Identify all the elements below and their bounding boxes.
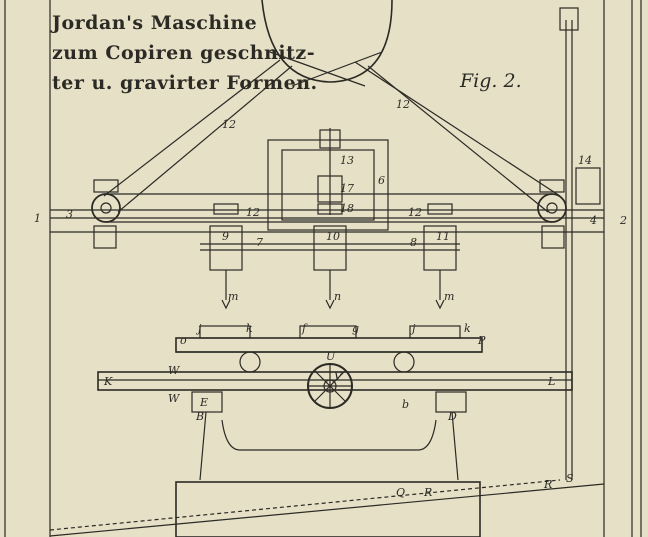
label-17: 17 xyxy=(340,182,354,195)
label-P: P xyxy=(477,334,486,347)
label-R-right: R xyxy=(543,478,552,491)
label-W-bottom: W xyxy=(168,392,181,405)
label-f: f xyxy=(301,322,308,335)
label-8: 8 xyxy=(410,236,417,249)
label-m-right: m xyxy=(444,290,454,303)
label-14: 14 xyxy=(578,154,592,167)
label-R-mid: R xyxy=(423,486,432,499)
top-drive-wheel xyxy=(261,0,393,83)
label-k-right: k xyxy=(464,322,471,335)
label-j-left: j xyxy=(195,322,202,335)
label-6: 6 xyxy=(378,174,385,187)
label-m-left: m xyxy=(228,290,238,303)
label-1: 1 xyxy=(34,212,41,225)
figure-label: Fig. 2. xyxy=(460,70,522,92)
label-o: o xyxy=(180,334,187,347)
label-10: 10 xyxy=(326,230,340,243)
label-3: 3 xyxy=(66,208,73,221)
label-13: 13 xyxy=(340,154,354,167)
title-line-2: zum Copiren geschnitz- xyxy=(52,42,316,64)
title-line-1: Jordan's Maschine xyxy=(52,12,258,34)
upper-rails xyxy=(50,193,604,251)
title-line-3: ter u. gravirter Formen. xyxy=(52,72,318,94)
label-2: 2 xyxy=(619,214,627,227)
work-table xyxy=(175,325,483,373)
label-D: D xyxy=(447,410,457,423)
label-Q: Q xyxy=(396,486,405,499)
crossed-belt xyxy=(103,51,561,213)
label-12c: 12 xyxy=(246,206,260,219)
lower-supports xyxy=(191,391,467,481)
label-g: g xyxy=(352,322,359,335)
label-E: E xyxy=(199,396,208,409)
label-L: L xyxy=(547,375,555,388)
tool-head-9 xyxy=(209,203,243,310)
label-k-left: k xyxy=(246,322,253,335)
inclined-bar xyxy=(49,479,605,537)
label-W-top: W xyxy=(168,364,181,377)
central-frame xyxy=(267,128,389,231)
left-post xyxy=(4,0,51,537)
label-K: K xyxy=(103,375,113,388)
label-9: 9 xyxy=(222,230,229,243)
label-V: V xyxy=(334,370,343,383)
tool-head-10 xyxy=(313,203,347,310)
label-12b: 12 xyxy=(396,98,410,111)
label-4: 4 xyxy=(589,214,597,227)
label-7: 7 xyxy=(256,236,263,249)
label-j-right: j xyxy=(409,322,416,335)
gear-wheel xyxy=(307,363,353,409)
base-block xyxy=(175,481,481,537)
vertical-rod xyxy=(559,7,579,480)
label-B: B xyxy=(195,410,204,423)
label-S: S xyxy=(566,472,574,485)
label-b: b xyxy=(402,398,409,411)
label-12d: 12 xyxy=(408,206,422,219)
right-post xyxy=(603,0,642,537)
tool-head-11 xyxy=(423,203,457,310)
label-18: 18 xyxy=(340,202,354,215)
label-U: U xyxy=(326,350,336,363)
label-n: n xyxy=(334,290,341,303)
label-12a: 12 xyxy=(222,118,236,131)
label-11: 11 xyxy=(436,230,450,243)
